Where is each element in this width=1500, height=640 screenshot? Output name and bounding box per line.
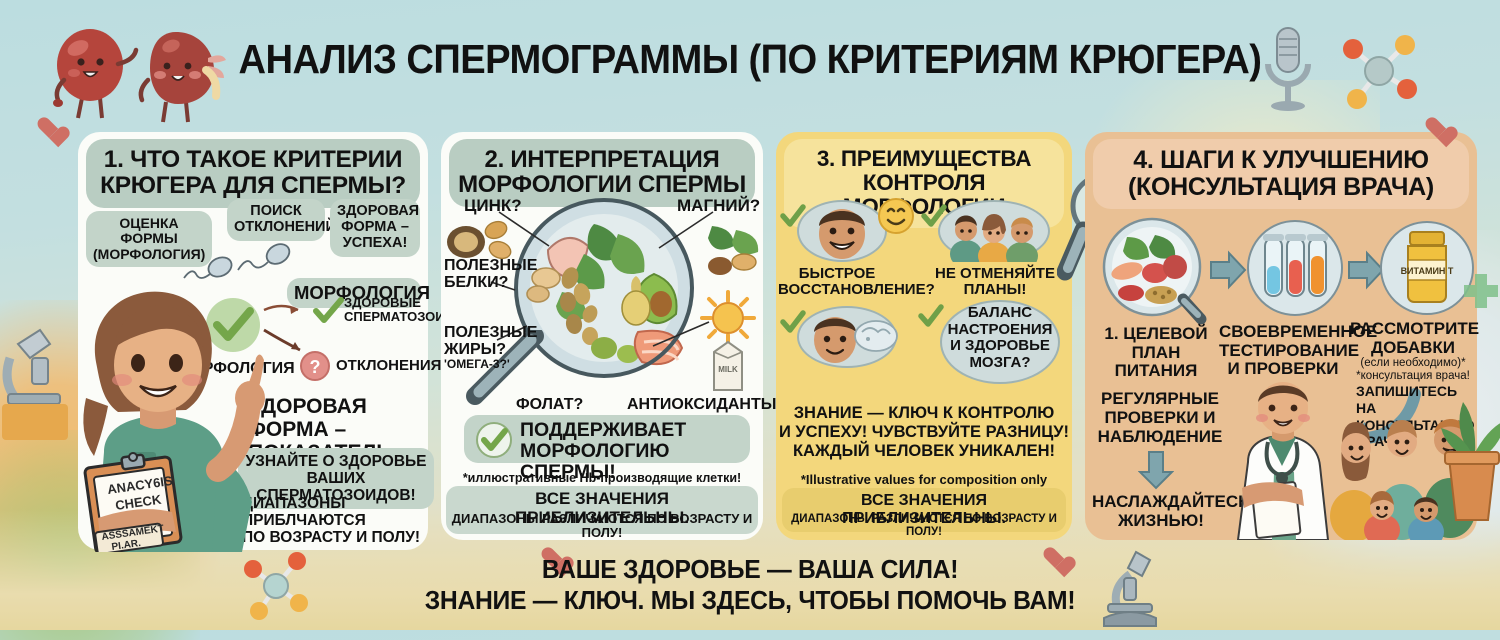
label-proteins: ПОЛЕЗНЫЕ БЕЛКИ? [444, 257, 538, 291]
panel2-heading: 2. ИНТЕРПРЕТАЦИЯ МОРФОЛОГИИ СПЕРМЫ [449, 139, 755, 207]
step-3-label: РАССМОТРИТЕ ДОБАВКИ [1350, 319, 1480, 357]
label-omega3: 'ОМЕГА-3?' [444, 357, 510, 371]
tagline-line1: ВАШЕ ЗДОРОВЬЕ — ВАША СИЛА! [541, 553, 959, 584]
arrow-icons [263, 304, 301, 352]
arrow-right-icon [1348, 250, 1385, 290]
panel2-disclaimer-main: ВСЕ ЗНАЧЕНИЯ ПРИБЛИЗИТЕЛЬНЫ. [514, 489, 690, 527]
arrow-down-icon [1138, 451, 1174, 490]
panel2-heading-line1: 2. ИНТЕРПРЕТАЦИЯ [484, 146, 720, 173]
green-check-icon [780, 310, 806, 333]
clipboard-text-2: CHECK [114, 492, 162, 513]
panel3-disclaimer-box [782, 488, 1066, 532]
svg-text:?: ? [310, 357, 321, 377]
question-mark-circle-icon: ? [300, 351, 330, 381]
medical-cross-icon [1464, 274, 1498, 308]
panel3-disclaimer-main: ВСЕ ЗНАЧЕНИЯ ПРИБЛИЗИТЕЛЬНЫ. [842, 492, 1006, 527]
microscope-icon [2, 328, 68, 440]
footer-tagline: ВАШЕ ЗДОРОВЬЕ — ВАША СИЛА! ЗНАНИЕ — КЛЮЧ… [38, 554, 1463, 616]
check-circle-icon [476, 422, 512, 458]
panel1-heading-line2: КРЮГЕРА ДЛЯ СПЕРМЫ? [100, 171, 406, 199]
label-healthy-sperm: ЗДОРОВЫЕ СПЕРМАТОЗОИДЫ [344, 295, 467, 325]
benefit-1-label: БЫСТРОЕ ВОССТАНОВЛЕНИЕ? [778, 265, 935, 299]
step-3-sub2: *консультация врача! [1356, 370, 1470, 382]
bottle-label: ВИТАМИН Т [1401, 266, 1454, 276]
benefit-4-label: БАЛАНС НАСТРОЕНИЯ И ЗДОРОВЬЕ МОЗГА? [947, 304, 1053, 371]
pill-healthy-form-success: ЗДОРОВАЯ ФОРМА – УСПЕХА! [330, 199, 420, 257]
green-check-icon [918, 304, 944, 327]
healthy-food-plate-illustration [514, 198, 694, 378]
arrow-right-icon [1210, 250, 1247, 290]
milk-carton-icon: MILK [713, 340, 743, 391]
small-green-check-icon [313, 297, 344, 323]
kidney-character-icon [53, 29, 226, 123]
family-group-icon [950, 214, 1038, 262]
panel3-note: *Illustrative values for composition onl… [800, 472, 1048, 487]
panel3-heading-line1: 3. ПРЕИМУЩЕСТВА [816, 146, 1032, 171]
label-zinc: ЦИНК? [464, 196, 522, 215]
cta-learn-sperm-health[interactable]: УЗНАЙТЕ О ЗДОРОВЬЕ ВАШИХ СПЕРМАТОЗОИДОВ! [238, 448, 434, 510]
step-2-label: СВОЕВРЕМЕННОЕ ТЕСТИРОВАНИЕ И ПРОВЕРКИ [1219, 322, 1378, 379]
milk-label: MILK [718, 365, 738, 374]
step-1-label: 1. ЦЕЛЕВОЙ ПЛАН ПИТАНИЯ [1104, 324, 1208, 381]
benefit-2-label: НЕ ОТМЕНЯЙТЕ ПЛАНЫ! [935, 265, 1055, 299]
step-4-label: РЕГУЛЯРНЫЕ ПРОВЕРКИ И НАБЛЮДЕНИЕ [1097, 389, 1223, 447]
molecule-icon [244, 552, 308, 620]
panel1-heading: 1. ЧТО ТАКОЕ КРИТЕРИИ КРЮГЕРА ДЛЯ СПЕРМЫ… [86, 139, 420, 208]
panel2-note: *иллюстративные Hb-производящие клетки! [462, 471, 742, 485]
panel4-heading-line2: (КОНСУЛЬТАЦИЯ ВРАЧА) [1128, 172, 1434, 201]
doctor-illustration [1236, 382, 1330, 540]
text-supports-morphology: ПОДДЕРЖИВАЕТ МОРФОЛОГИЮ СПЕРМЫ! [520, 419, 687, 484]
page-title: АНАЛИЗ СПЕРМОГРАММЫ (ПО КРИТЕРИЯМ КРЮГЕР… [238, 36, 1262, 82]
magnifier-handle-icon [466, 330, 544, 405]
panel2-heading-line2: МОРФОЛОГИИ СПЕРМЫ [458, 171, 746, 199]
nutrition-plate-icon [1102, 217, 1207, 325]
plant-icon [1441, 402, 1500, 521]
green-check-icon [780, 204, 806, 227]
microscope-icon [1103, 550, 1157, 627]
benefit-oval-4 [940, 300, 1060, 384]
green-check-icon [921, 204, 947, 227]
sleeping-cloud-icon [854, 320, 898, 352]
step-5-label: НАСЛАЖДАЙТЕСЬ ЖИЗНЬЮ! [1092, 492, 1251, 531]
heart-icon [36, 118, 70, 148]
label-healthy-fats: ПОЛЕЗНЫЕ ЖИРЫ? [444, 324, 538, 358]
leafy-greens-icon [708, 226, 759, 275]
panel4-heading-line1: 4. ШАГИ К УЛУЧШЕНИЮ [1133, 146, 1429, 174]
pill-shape-assessment: ОЦЕНКА ФОРМЫ (МОРФОЛОГИЯ) [86, 211, 212, 268]
calm-face-icon [814, 317, 856, 363]
vitamin-bottle-icon: ВИТАМИН Т [1380, 221, 1474, 315]
panel3-statement: ЗНАНИЕ — КЛЮЧ К КОНТРОЛЮ И УСПЕХУ! ЧУВСТ… [778, 404, 1070, 460]
sperm-cell-icon [183, 243, 291, 279]
label-folate: ФОЛАТ? [516, 396, 584, 413]
label-antioxidants: АНТИОКСИДАНТЫ? [627, 396, 787, 413]
panel1-heading-line1: 1. ЧТО ТАКОЕ КРИТЕРИИ [103, 146, 403, 173]
panel3-disclaimer-sub: ДИАПАЗОНЫ РАЗЛИЧАЮТСЯ ПО ВОЗРАСТУ И ПОЛУ… [791, 513, 1057, 538]
heart-icon [1424, 118, 1454, 144]
smiley-face-icon [878, 198, 914, 234]
panel2-disclaimer-sub: ДИАПАЗОНЫ РАЗЛИЧАЮТСЯ ПО ВОЗРАСТУ И ПОЛУ… [451, 511, 753, 541]
panel1-footnote: ДИАПАЗОНЫ ПРИБЛЧАЮТСЯ ПО ВОЗРАСТУ И ПОЛУ… [242, 495, 421, 547]
panel2-leader-lines [490, 211, 714, 347]
green-check-circle-icon [206, 298, 260, 352]
nuts-icon [447, 220, 512, 260]
test-tubes-icon [1247, 220, 1343, 316]
label-deviations: ОТКЛОНЕНИЯ [336, 357, 442, 374]
molecule-icon [1343, 35, 1417, 109]
step-3-sub1: (если необходимо)* [1360, 357, 1466, 369]
panel2-disclaimer-box [446, 486, 758, 534]
tagline-line2: ЗНАНИЕ — КЛЮЧ. МЫ ЗДЕСЬ, ЧТОБЫ ПОМОЧЬ ВА… [424, 584, 1076, 615]
happy-man-face-icon [819, 209, 865, 259]
clipboard-text-4: PI.AR. [111, 538, 142, 552]
label-magnesium: МАГНИЙ? [677, 196, 761, 215]
microphone-icon [1265, 27, 1311, 111]
sun-icon [700, 290, 756, 346]
pill-morphology: МОРФОЛОГИЯ [287, 278, 430, 309]
panel4-heading: 4. ШАГИ К УЛУЧШЕНИЮ (КОНСУЛЬТАЦИЯ ВРАЧА) [1093, 139, 1469, 209]
nurse-illustration: ANACY6IS CHECK ASSSAMEKT PI.AR. [83, 291, 265, 552]
pill-find-deviations: ПОИСК ОТКЛОНЕНИЙ [227, 199, 336, 241]
